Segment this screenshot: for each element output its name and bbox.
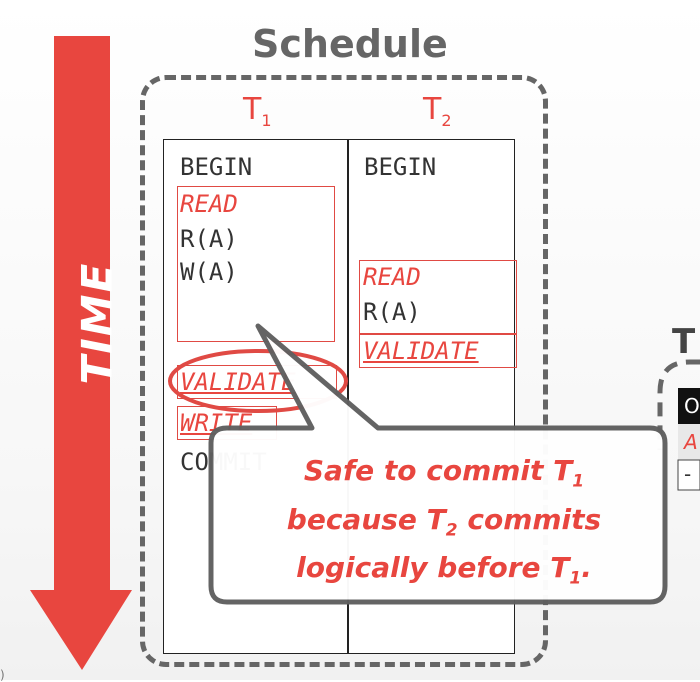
t2-read-phase: READ bbox=[363, 263, 421, 291]
t1-validate-box bbox=[177, 365, 337, 399]
t2-read-box bbox=[359, 260, 517, 334]
schedule-frame bbox=[140, 75, 548, 667]
t2-read-a: R(A) bbox=[363, 298, 421, 326]
callout-line-3: logically before T1. bbox=[220, 549, 668, 598]
t1-write-a: W(A) bbox=[180, 258, 238, 286]
callout-line-2-sub: 2 bbox=[445, 520, 458, 541]
t2-validate-box bbox=[359, 334, 517, 368]
callout-line-1: Safe to commit T1 bbox=[220, 452, 668, 501]
t1-read-phase: READ bbox=[180, 190, 238, 218]
right-table-cell-2: A bbox=[684, 430, 698, 454]
callout-line-3-text: logically before T bbox=[296, 551, 570, 585]
callout-line-1-text: Safe to commit T bbox=[303, 454, 573, 487]
callout-line-3-sub: 1 bbox=[569, 568, 582, 589]
t2-validate-phase: VALIDATE bbox=[363, 337, 479, 365]
right-table-cell-1: O bbox=[684, 394, 700, 418]
t2-name: T bbox=[423, 92, 442, 127]
callout-line-3-tail: . bbox=[581, 551, 592, 585]
callout-line-2-tail: commits bbox=[457, 502, 602, 536]
t1-name: T bbox=[243, 92, 262, 127]
footer-mark: ) bbox=[0, 668, 5, 682]
t1-read-box bbox=[177, 186, 335, 342]
t1-header: T1 bbox=[243, 92, 272, 130]
callout-line-2-text: because T bbox=[286, 502, 446, 536]
column-divider bbox=[347, 139, 349, 654]
t1-sub: 1 bbox=[261, 111, 272, 130]
right-table-title: T bbox=[672, 322, 696, 362]
callout-text: Safe to commit T1 because T2 commits log… bbox=[220, 452, 668, 598]
t1-read-a: R(A) bbox=[180, 225, 238, 253]
t2-header: T2 bbox=[423, 92, 452, 130]
right-table-cell-3: - bbox=[684, 462, 692, 486]
t2-begin: BEGIN bbox=[364, 153, 437, 181]
callout-line-2: because T2 commits bbox=[220, 501, 668, 550]
callout-line-1-sub: 1 bbox=[572, 471, 585, 492]
t2-sub: 2 bbox=[441, 111, 452, 130]
t1-validate-phase: VALIDATE bbox=[180, 368, 296, 396]
schedule-title: Schedule bbox=[252, 22, 448, 66]
t1-begin: BEGIN bbox=[180, 153, 253, 181]
